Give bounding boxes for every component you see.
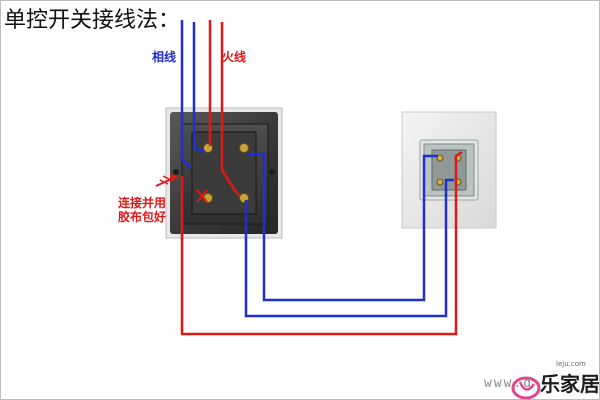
le-logo-icon (511, 376, 541, 400)
brand-domain: leju.com (556, 360, 586, 368)
switch-box (401, 111, 497, 229)
neutral-label: 相线 (152, 50, 177, 64)
brand-name: 乐家居 (540, 372, 600, 396)
blue-wire-second (192, 22, 206, 154)
watermark-text: www.d (484, 376, 534, 391)
connection-note: 连接并用 胶布包好 (112, 196, 172, 224)
note-line-2: 胶布包好 (117, 210, 166, 224)
red-wire-to-switch (180, 150, 463, 336)
page-title: 单控开关接线法： (4, 8, 181, 33)
blue-wire-main (180, 20, 193, 169)
live-label: 火线 (222, 50, 247, 64)
neutral-wires (180, 20, 454, 318)
red-wire-second (220, 22, 241, 197)
blue-wire-to-switch-2 (244, 178, 454, 318)
red-arrow-icon (155, 174, 179, 187)
blue-wire-to-switch-1 (248, 152, 438, 302)
live-wires (180, 20, 463, 336)
note-line-1: 连接并用 (117, 196, 166, 210)
brand-logo: 乐家居 (540, 368, 600, 397)
